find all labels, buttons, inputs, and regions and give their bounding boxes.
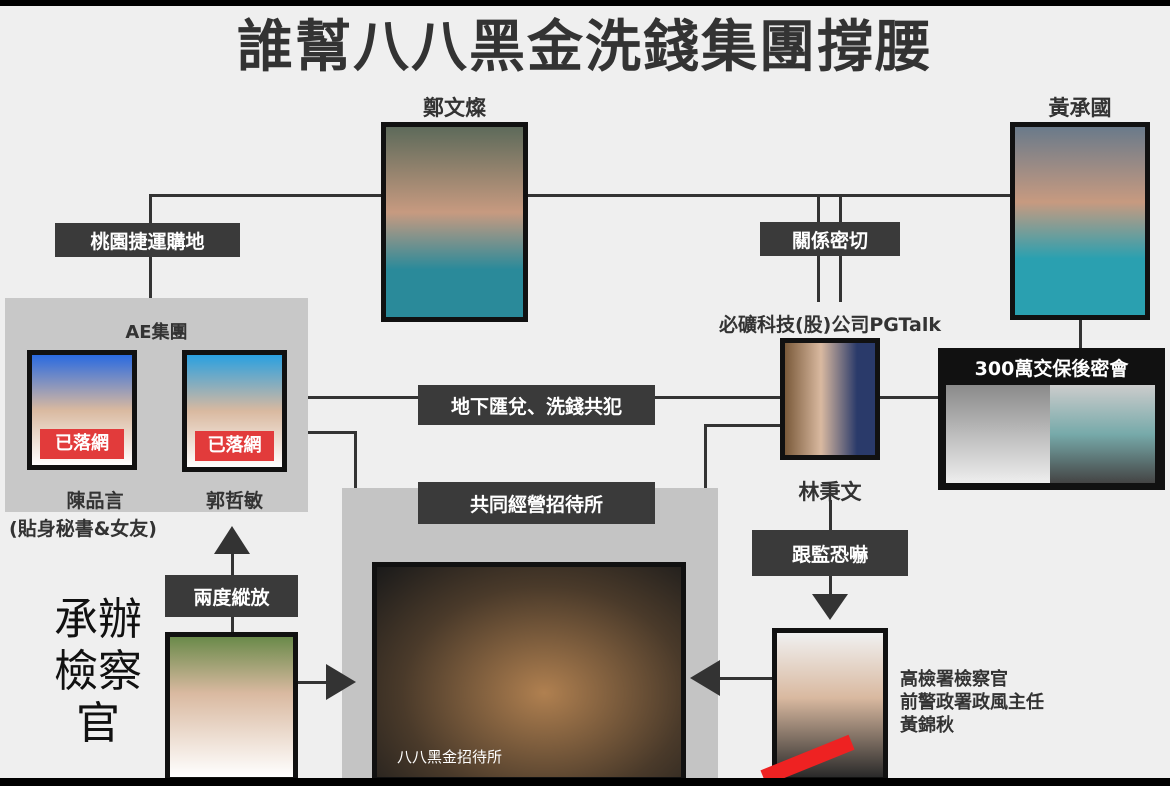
meeting-photo-1 bbox=[946, 385, 1050, 483]
connector-prosecutor bbox=[298, 681, 328, 684]
arrow-right-icon bbox=[326, 664, 356, 700]
label-underground: 地下匯兌、洗錢共犯 bbox=[418, 385, 655, 425]
huangjq-title: 高檢署檢察官 bbox=[900, 669, 1008, 690]
chen-name: 陳品言 bbox=[66, 490, 124, 512]
arrested-badge: 已落網 bbox=[195, 431, 274, 461]
lin-photo bbox=[780, 338, 880, 460]
top-bar bbox=[0, 0, 1170, 6]
connector-venue-b bbox=[354, 431, 357, 507]
page-title: 誰幫八八黑金洗錢集團撐腰 bbox=[237, 15, 933, 80]
connector-venue-d bbox=[704, 424, 707, 508]
meeting-box: 300萬交保後密會 bbox=[938, 348, 1165, 490]
connector-huang-meeting bbox=[1079, 318, 1082, 350]
label-release: 兩度縱放 bbox=[165, 575, 298, 617]
arrested-badge: 已落網 bbox=[40, 429, 124, 459]
arrow-down-icon bbox=[812, 594, 848, 620]
arrow-left-icon bbox=[690, 660, 720, 696]
connector-top bbox=[150, 194, 1010, 197]
kuo-name: 郭哲敏 bbox=[205, 490, 263, 512]
prosecutor-label-line: 檢察 bbox=[54, 646, 142, 697]
arrow-up-icon bbox=[214, 526, 250, 554]
cheng-name: 鄭文燦 bbox=[423, 96, 486, 120]
cheng-photo bbox=[381, 122, 528, 322]
prosecutor-label-line: 承辦 bbox=[54, 594, 142, 645]
chen-note: (貼身秘書&女友) bbox=[9, 518, 157, 540]
meeting-label: 300萬交保後密會 bbox=[974, 358, 1129, 380]
lin-name: 林秉文 bbox=[798, 480, 862, 504]
huangjq-description: 高檢署檢察官 前警政署政風主任 黃錦秋 bbox=[900, 668, 1044, 737]
label-taoyuan: 桃園捷運購地 bbox=[55, 223, 240, 257]
prosecutor-label-line: 官 bbox=[76, 698, 120, 749]
company-label: 必礦科技(股)公司PGTalk bbox=[718, 314, 942, 336]
connector-huangjq bbox=[720, 677, 772, 680]
chen-photo: 已落網 bbox=[27, 350, 137, 470]
label-venue-joint: 共同經營招待所 bbox=[418, 482, 655, 524]
kuo-photo: 已落網 bbox=[182, 350, 287, 472]
label-stalk: 跟監恐嚇 bbox=[752, 530, 908, 576]
meeting-photo-2 bbox=[1050, 385, 1155, 483]
bottom-bar bbox=[0, 778, 1170, 786]
huang-name: 黃承國 bbox=[1048, 96, 1112, 120]
huangjq-former-title: 前警政署政風主任 bbox=[900, 692, 1044, 713]
prosecutor-photo bbox=[165, 632, 298, 782]
huangjq-name: 黃錦秋 bbox=[900, 715, 954, 736]
huang-photo bbox=[1010, 122, 1150, 320]
label-close: 關係密切 bbox=[760, 222, 900, 256]
connector-venue-e bbox=[704, 424, 780, 427]
ae-group-label: AE集團 bbox=[125, 322, 188, 343]
prosecutor-label: 承辦 檢察 官 bbox=[48, 594, 148, 750]
connector-venue-a bbox=[287, 431, 355, 434]
venue-caption: 八八黑金招待所 bbox=[397, 748, 503, 766]
venue-photo: 八八黑金招待所 bbox=[372, 562, 686, 782]
